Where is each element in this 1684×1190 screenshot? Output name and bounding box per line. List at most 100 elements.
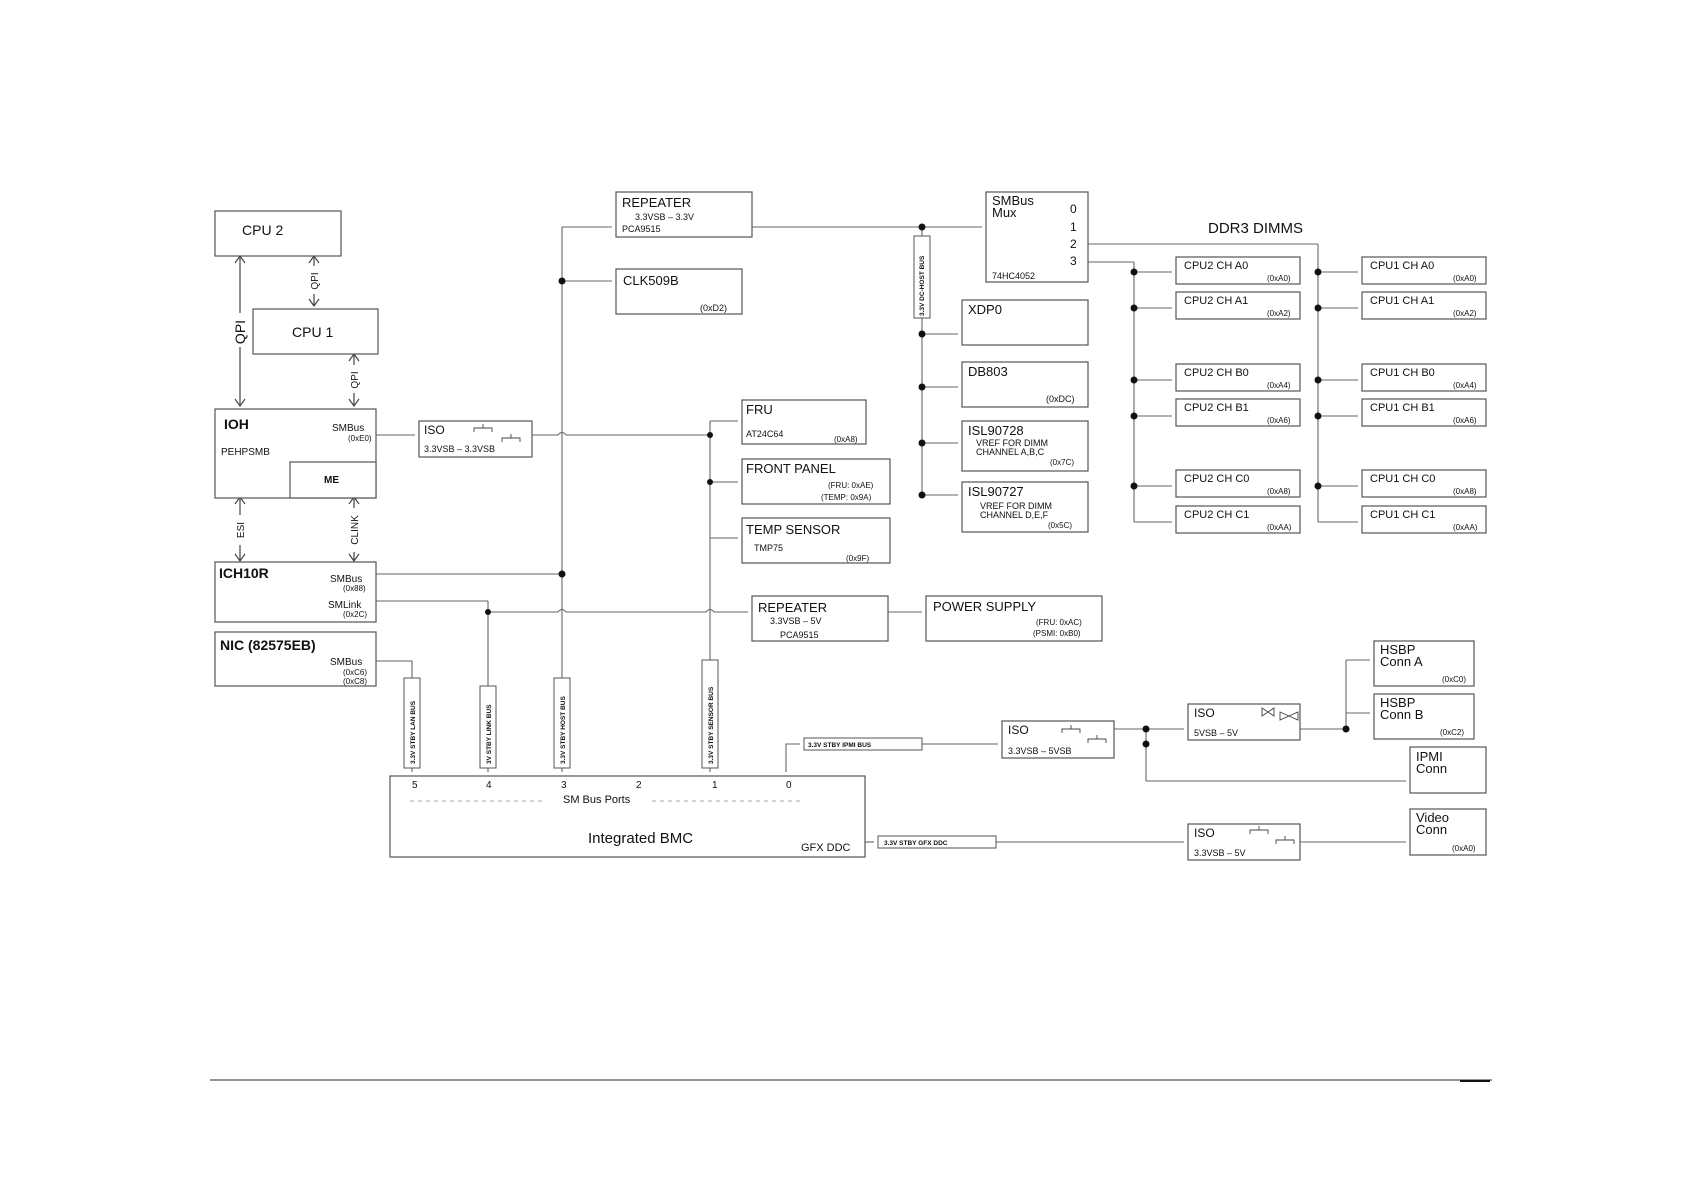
cpu2-dimm-addr: (0xA8) [1267, 487, 1291, 496]
qpi-label-top: QPI [310, 272, 321, 289]
hsbp-b-l2: Conn B [1380, 707, 1423, 722]
ich-smbus: SMBus [330, 574, 362, 585]
cpu1-dimm-1: CPU1 CH A1 (0xA2) [1361, 291, 1487, 320]
bmc-port-4: 4 [486, 780, 492, 791]
cpu1-dimm-label: CPU1 CH A1 [1370, 295, 1434, 307]
iso1-sub: 3.3VSB – 3.3VSB [424, 444, 495, 454]
qpi-label-left: QPI [232, 320, 248, 344]
iso4-box: ISO 3.3VSB – 5V [1187, 823, 1301, 861]
repeater1-part: PCA9515 [622, 224, 661, 234]
bmc-port-3: 3 [561, 780, 567, 791]
isl2-line1: VREF FOR DIMM [980, 501, 1052, 511]
mux-port-0: 0 [1070, 202, 1077, 216]
temp-part: TMP75 [754, 543, 783, 553]
cpu2-dimm-2: CPU2 CH B0(0xA4) [1175, 363, 1301, 392]
cpu2-dimm-label: CPU2 CH B1 [1184, 402, 1249, 414]
ich10r-box: ICH10R SMBus (0x88) SMLink (0x2C) [214, 561, 377, 623]
cpu2-dimm-addr: (0xA0) [1267, 274, 1291, 283]
hsbp-conn-a-box: HSBP Conn A (0xC0) [1373, 640, 1475, 687]
cpu2-label: CPU 2 [242, 222, 283, 238]
cpu2-dimm-label: CPU2 CH C0 [1184, 473, 1249, 485]
nic-addr2: (0xC8) [343, 677, 367, 686]
ipmi-l1: IPMI [1416, 749, 1443, 764]
gfx-bus-tag: 3.3V STBY GFX DDC [884, 840, 948, 847]
clk-title: CLK509B [623, 273, 679, 288]
front-panel-addr2: (TEMP: 0x9A) [821, 493, 872, 502]
front-panel-box: FRONT PANEL (FRU: 0xAE) (TEMP: 0x9A) [741, 458, 891, 505]
cpu2-dimm-addr: (0xA2) [1267, 309, 1291, 318]
cpu1-dimm-label: CPU1 CH C1 [1370, 509, 1435, 521]
lan-bus-tag: 3.3V STBY LAN BUS [410, 700, 417, 764]
mux-part: 74HC4052 [992, 271, 1035, 281]
bmc-gfx-ddc: GFX DDC [801, 842, 851, 854]
iso2-fet-symbol [1061, 725, 1107, 743]
psu-addr2: (PSMI: 0xB0) [1033, 629, 1081, 638]
iso4-title: ISO [1194, 826, 1215, 840]
ddr3-dimms-title: DDR3 DIMMS [1208, 220, 1303, 237]
ioh-me: ME [324, 475, 339, 486]
cpu1-dimm-3: CPU1 CH B1(0xA6) [1361, 398, 1487, 427]
hsbp-a-addr: (0xC0) [1442, 675, 1466, 684]
isl90727-box: ISL90727 VREF FOR DIMM CHANNEL D,E,F (0x… [961, 481, 1089, 533]
hsbp-conn-b-box: HSBP Conn B (0xC2) [1373, 693, 1475, 740]
isl2-addr: (0x5C) [1048, 521, 1072, 530]
iso1-box: ISO 3.3VSB – 3.3VSB [418, 420, 533, 458]
integrated-bmc-box: 5 4 3 2 1 0 SM Bus Ports Integrated BMC … [389, 775, 866, 858]
iso4-fet-symbol [1249, 826, 1295, 844]
cpu1-dimm-addr: (0xA8) [1453, 487, 1477, 496]
fru-box: FRU AT24C64 (0xA8) [741, 399, 867, 445]
cpu1-dimm-0: CPU1 CH A0(0xA0) [1361, 256, 1487, 285]
cpu2-dimm-list: CPU2 CH A0(0xA0) CPU2 CH A1(0xA2) CPU2 CH … [1175, 256, 1301, 534]
clk509b-box: CLK509B (0xD2) [615, 268, 743, 315]
cpu1-box: CPU 1 [252, 308, 379, 355]
cpu1-dimm-addr: (0xA2) [1453, 309, 1477, 318]
iso2-box: ISO 3.3VSB – 5VSB [1001, 720, 1115, 759]
iso3-box: ISO 5VSB – 5V [1187, 703, 1301, 741]
isl1-line2: CHANNEL A,B,C [976, 447, 1045, 457]
video-l2: Conn [1416, 822, 1447, 837]
hsbp-a-l1: HSBP [1380, 642, 1415, 657]
cpu2-dimm-5: CPU2 CH C1(0xAA) [1175, 505, 1301, 534]
smbus-mux-box: SMBus Mux 0 1 2 3 74HC4052 [985, 191, 1089, 283]
cpu1-dimm-addr: (0xA0) [1453, 274, 1477, 283]
ich-smbus-addr: (0x88) [343, 584, 366, 593]
qpi-label-right: QPI [350, 371, 361, 388]
cpu1-dimm-4: CPU1 CH C0(0xA8) [1361, 469, 1487, 498]
cpu2-dimm-1: CPU2 CH A1(0xA2) [1175, 291, 1301, 320]
isl1-line1: VREF FOR DIMM [976, 438, 1048, 448]
repeater2-box: REPEATER 3.3VSB – 5V PCA9515 [751, 595, 889, 642]
mux-port-3: 3 [1070, 254, 1077, 268]
bmc-port-0: 0 [786, 780, 792, 791]
cpu1-dimm-addr: (0xA4) [1453, 381, 1477, 390]
fru-addr: (0xA8) [834, 435, 858, 444]
repeater1-title: REPEATER [622, 195, 691, 210]
cpu1-dimm-label: CPU1 CH B0 [1370, 367, 1435, 379]
bmc-ports-label: SM Bus Ports [563, 794, 631, 806]
repeater2-part: PCA9515 [780, 630, 819, 640]
ipmi-l2: Conn [1416, 761, 1447, 776]
ich-smlink-addr: (0x2C) [343, 610, 367, 619]
hsbp-a-l2: Conn A [1380, 654, 1423, 669]
ioh-box: IOH PEHPSMB SMBus (0xE0) ME [214, 408, 377, 499]
ich-smlink: SMLink [328, 600, 362, 611]
vertical-bus-tags: 3.3V DC-HOST BUS 3.3V STBY LAN BUS 3V ST… [403, 235, 931, 769]
mux-title2: Mux [992, 205, 1017, 220]
cpu2-box: CPU 2 [214, 210, 342, 257]
ioh-sub: PEHPSMB [221, 447, 270, 458]
video-addr: (0xA0) [1452, 844, 1476, 853]
cpu2-dimm-0: CPU2 CH A0(0xA0) [1175, 256, 1301, 285]
iso3-title: ISO [1194, 706, 1215, 720]
cpu2-dimm-addr: (0xA6) [1267, 416, 1291, 425]
sensor-bus-tag: 3.3V STBY SENSOR BUS [708, 686, 715, 764]
xdp-title: XDP0 [968, 302, 1002, 317]
ioh-smbus: SMBus [332, 423, 364, 434]
cpu1-dimm-label: CPU1 CH B1 [1370, 402, 1435, 414]
hsbp-b-l1: HSBP [1380, 695, 1415, 710]
junction-dots [485, 223, 1350, 748]
iso3-sub: 5VSB – 5V [1194, 728, 1238, 738]
iso1-fet-symbol [473, 424, 521, 442]
video-conn-box: Video Conn (0xA0) [1409, 808, 1487, 856]
db803-addr: (0xDC) [1046, 394, 1075, 404]
fru-title: FRU [746, 402, 773, 417]
